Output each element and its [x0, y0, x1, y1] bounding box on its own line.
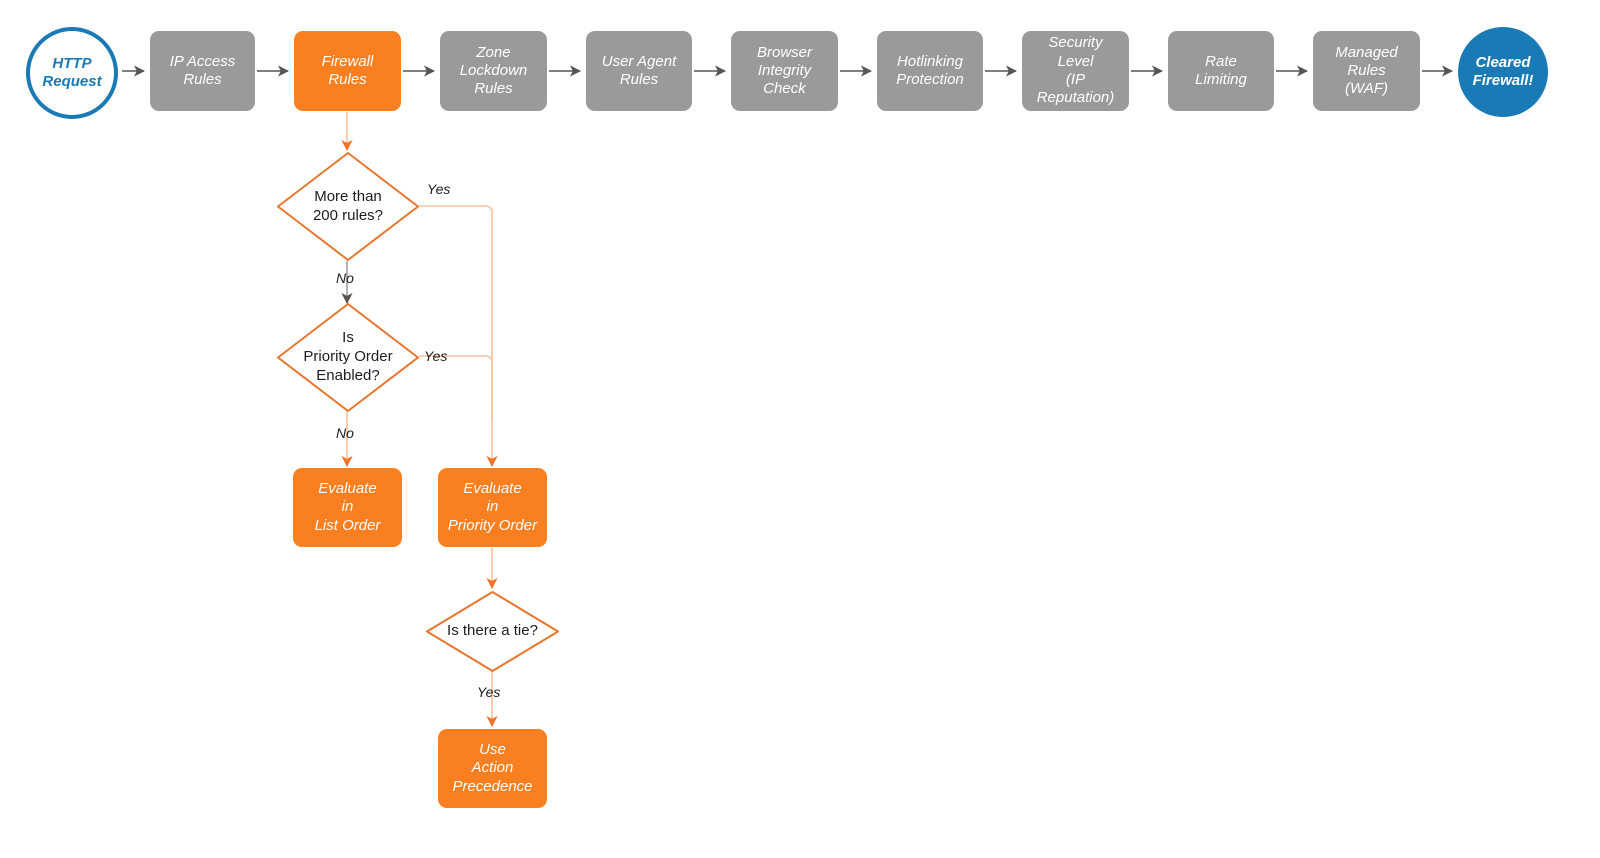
- decision-is-there-a-tie-label: Is there a tie?: [447, 622, 538, 640]
- decision-is-priority-order-enabled-label: Is Priority Order Enabled?: [303, 329, 393, 384]
- node-security-level[interactable]: Security Level (IP Reputation): [1022, 31, 1129, 111]
- node-cleared-firewall[interactable]: Cleared Firewall!: [1458, 27, 1548, 117]
- decision-more-than-200-rules-label: More than 200 rules?: [312, 187, 384, 224]
- node-http-request-label: HTTP Request: [42, 55, 102, 90]
- edge-label-rulecount-yes: Yes: [427, 181, 451, 197]
- decision-more-than-200-rules[interactable]: More than 200 rules?: [277, 152, 419, 261]
- diamond-shape: [426, 591, 559, 672]
- node-managed-rules-waf-label: Managed Rules (WAF): [1335, 43, 1398, 98]
- edge-label-priorityorder-yes: Yes: [424, 348, 448, 364]
- edge-priorityorder-yes: [419, 355, 493, 420]
- node-hotlinking-protection-label: Hotlinking Protection: [896, 52, 964, 88]
- edge-label-rulecount-no: No: [336, 270, 354, 286]
- node-managed-rules-waf[interactable]: Managed Rules (WAF): [1313, 31, 1420, 111]
- node-evaluate-in-list-order-label: Evaluate in List Order: [314, 480, 381, 534]
- node-ip-access-rules[interactable]: IP Access Rules: [150, 31, 255, 111]
- node-http-request[interactable]: HTTP Request: [26, 27, 118, 119]
- decision-is-priority-order-enabled[interactable]: Is Priority Order Enabled?: [277, 303, 419, 412]
- node-security-level-label: Security Level (IP Reputation): [1036, 34, 1115, 107]
- node-ip-access-rules-label: IP Access Rules: [169, 52, 236, 88]
- node-cleared-firewall-label: Cleared Firewall!: [1472, 54, 1534, 89]
- node-evaluate-in-list-order[interactable]: Evaluate in List Order: [293, 468, 402, 547]
- node-use-action-precedence[interactable]: Use Action Precedence: [438, 729, 547, 808]
- edge-rulecount-yes: [419, 205, 498, 468]
- node-browser-integrity-check[interactable]: Browser Integrity Check: [731, 31, 838, 111]
- node-rate-limiting-label: Rate Limiting: [1195, 52, 1247, 88]
- edge-label-priorityorder-no: No: [336, 425, 354, 441]
- node-user-agent-rules[interactable]: User Agent Rules: [586, 31, 692, 111]
- node-firewall-rules-label: Firewall Rules: [321, 52, 374, 88]
- edge-label-tie-yes: Yes: [477, 684, 501, 700]
- node-evaluate-in-priority-order[interactable]: Evaluate in Priority Order: [438, 468, 547, 547]
- node-zone-lockdown-rules-label: Zone Lockdown Rules: [459, 43, 528, 98]
- diamond-shape: [277, 152, 419, 261]
- node-browser-integrity-check-label: Browser Integrity Check: [756, 43, 812, 98]
- node-use-action-precedence-label: Use Action Precedence: [452, 741, 533, 795]
- node-user-agent-rules-label: User Agent Rules: [601, 52, 677, 88]
- node-zone-lockdown-rules[interactable]: Zone Lockdown Rules: [440, 31, 547, 111]
- node-evaluate-in-priority-order-label: Evaluate in Priority Order: [447, 480, 538, 534]
- node-firewall-rules[interactable]: Firewall Rules: [294, 31, 401, 111]
- node-rate-limiting[interactable]: Rate Limiting: [1168, 31, 1274, 111]
- decision-is-there-a-tie[interactable]: Is there a tie?: [426, 591, 559, 672]
- diamond-shape: [277, 303, 419, 412]
- node-hotlinking-protection[interactable]: Hotlinking Protection: [877, 31, 983, 111]
